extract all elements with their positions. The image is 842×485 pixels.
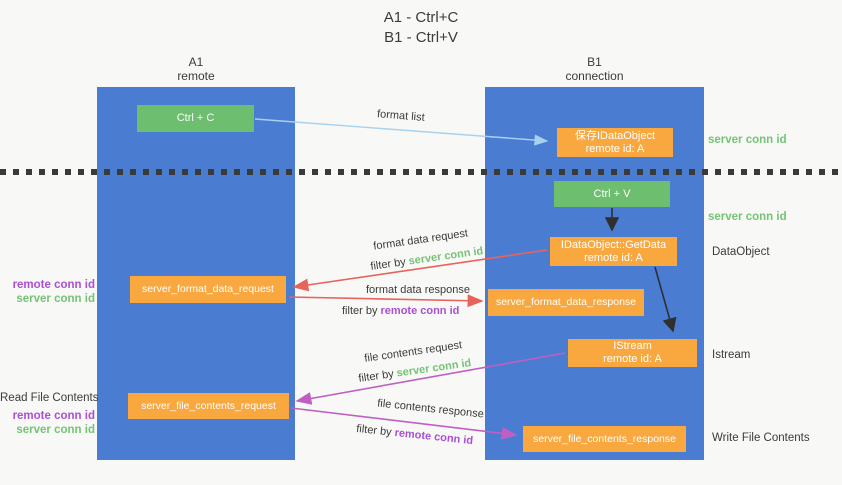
node-getdata-line2: remote id: A	[584, 251, 643, 264]
server-conn-id-label: server conn id	[16, 293, 95, 305]
node-ctrl-c: Ctrl + C	[137, 105, 254, 132]
edge-label-format-data-response-filter: filter by remote conn id	[342, 305, 459, 317]
node-format-request-label: server_format_data_request	[142, 283, 274, 295]
node-ctrl-v: Ctrl + V	[554, 181, 670, 207]
node-save-idataobject-line2: remote id: A	[585, 142, 645, 155]
lane-b1-subtitle: connection	[565, 69, 624, 83]
label-server-conn-id-mid: server conn id	[708, 211, 787, 223]
title-line-2: B1 - Ctrl+V	[384, 29, 458, 46]
node-idataobject-getdata: IDataObject::GetData remote id: A	[550, 237, 677, 266]
node-ctrl-c-label: Ctrl + C	[176, 112, 215, 124]
node-istream-line1: IStream	[613, 340, 652, 352]
label-conn-ids-bottom: remote conn id server conn id	[5, 409, 95, 437]
edge-label-format-data-response: format data response	[366, 284, 470, 296]
server-conn-id-text: server conn id	[407, 245, 485, 268]
server-conn-id-label: server conn id	[16, 424, 95, 436]
lane-header-a1: A1 remote	[97, 55, 295, 83]
filter-by-text: filter by	[355, 422, 396, 439]
lane-b1-title: B1	[587, 55, 602, 69]
filter-by-text: filter by	[342, 305, 381, 317]
label-istream: Istream	[712, 349, 751, 361]
remote-conn-id-text: remote conn id	[380, 305, 460, 317]
node-file-response-label: server_file_contents_response	[532, 432, 676, 445]
edge-label-file-contents-response-filter: filter by remote conn id	[356, 423, 474, 447]
node-server-file-contents-request: server_file_contents_request	[128, 393, 289, 419]
label-read-file-contents: Read File Contents	[0, 392, 99, 404]
node-server-file-contents-response: server_file_contents_response	[523, 426, 686, 452]
filter-by-text: filter by	[369, 255, 410, 273]
node-server-format-data-request: server_format_data_request	[130, 276, 286, 303]
remote-conn-id-text: remote conn id	[393, 426, 474, 448]
title-line-1: A1 - Ctrl+C	[383, 9, 459, 26]
node-save-idataobject: 保存IDataObject remote id: A	[557, 128, 673, 157]
node-ctrl-v-label: Ctrl + V	[593, 187, 631, 200]
label-server-conn-id-top: server conn id	[708, 134, 787, 146]
server-conn-id-text: server conn id	[395, 357, 473, 380]
filter-by-text: filter by	[357, 367, 398, 385]
node-save-idataobject-line1: 保存IDataObject	[574, 129, 656, 142]
lane-a1-subtitle: remote	[177, 69, 215, 83]
arrow-format-data-response	[288, 294, 484, 308]
label-write-file-contents: Write File Contents	[712, 432, 810, 444]
node-server-format-data-response: server_format_data_response	[488, 289, 644, 316]
diagram-title: A1 - Ctrl+C B1 - Ctrl+V	[0, 8, 842, 48]
lane-a1-title: A1	[188, 55, 204, 69]
node-format-response-label: server_format_data_response	[495, 296, 637, 308]
remote-conn-id-label: remote conn id	[12, 410, 95, 422]
node-getdata-line1: IDataObject::GetData	[560, 238, 667, 251]
edge-label-file-contents-response: file contents response	[376, 397, 485, 421]
node-file-request-label: server_file_contents_request	[141, 399, 276, 412]
label-conn-ids-mid: remote conn id server conn id	[5, 278, 95, 306]
node-istream-line2: remote id: A	[603, 353, 662, 365]
lane-header-b1: B1 connection	[485, 55, 704, 83]
node-istream: IStream remote id: A	[568, 339, 697, 367]
phase-separator-line	[0, 169, 842, 175]
label-dataobject: DataObject	[712, 246, 770, 258]
remote-conn-id-label: remote conn id	[12, 279, 95, 291]
edge-label-format-list: format list	[376, 108, 426, 124]
